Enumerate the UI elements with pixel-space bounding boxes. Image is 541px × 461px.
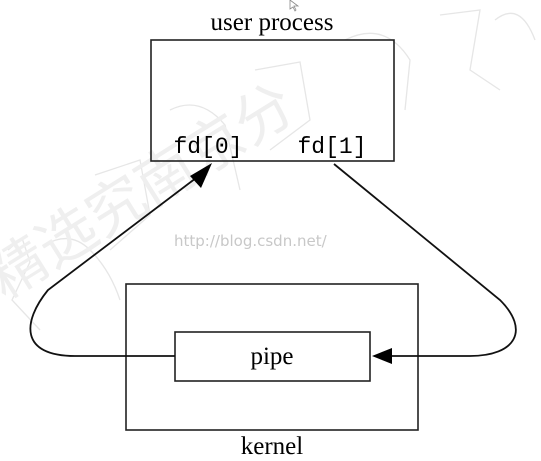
watermark-url: http://blog.csdn.net/	[174, 232, 328, 250]
fd0-arrowhead	[190, 163, 212, 188]
kernel-box	[125, 283, 419, 431]
fd0-label: fd[0]	[173, 134, 242, 160]
user-process-box	[150, 39, 395, 162]
watermark-calligraphy: 精选究南京分	[0, 70, 307, 312]
pipe-arrowhead	[372, 348, 392, 364]
user-process-label: user process	[211, 9, 334, 36]
pipe-label: pipe	[250, 343, 293, 370]
write-connector-line	[333, 163, 517, 357]
watermark-calligraphy-strokes	[7, 9, 536, 331]
fd1-label: fd[1]	[297, 134, 366, 160]
cursor-icon	[289, 0, 300, 12]
kernel-label: kernel	[241, 433, 304, 460]
read-connector-line	[29, 174, 201, 357]
